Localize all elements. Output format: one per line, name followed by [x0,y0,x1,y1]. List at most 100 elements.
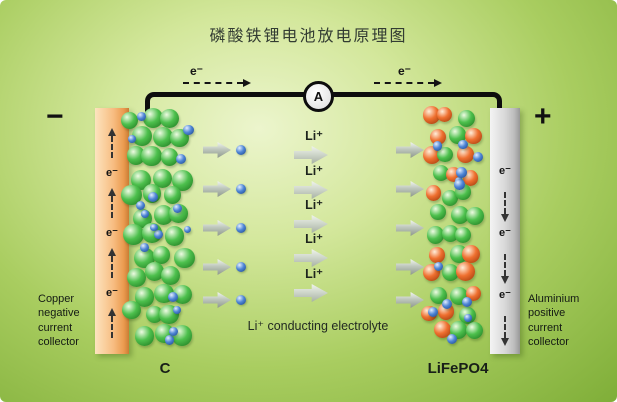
lifepo4-sphere [450,205,470,225]
graphite-carbon-sphere [126,267,147,288]
lifepo4-sphere [425,184,442,201]
lithium-ion-sphere [128,135,137,143]
li-ion-arrow-icon [294,284,328,302]
electron-down-arrow-icon [501,254,509,284]
lifepo4-electrode [421,106,493,351]
li-ion-label: Li⁺ [305,198,323,212]
lithium-ion-sphere [433,261,443,271]
ammeter-label: A [313,89,324,104]
electron-flow-arrow-right-icon [374,79,442,87]
lifepo4-sphere [437,106,453,122]
li-ion-arrow-icon [396,259,424,275]
graphite-carbon-sphere [174,247,195,269]
lithium-ion-sphere [464,314,472,322]
graphite-carbon-sphere [160,266,181,286]
lithium-ion-sphere [428,306,439,317]
cathode-material-label: LiFePO4 [427,360,489,377]
electron-label: e⁻ [106,227,118,239]
electron-flow-label-left: e⁻ [190,64,204,78]
graphite-carbon-sphere [135,287,155,307]
lifepo4-sphere [461,244,481,264]
lithium-ion-sphere [455,167,467,179]
li-ion-arrow-icon [203,220,231,236]
lithium-ion-sphere [168,326,179,337]
graphite-carbon-sphere [160,148,179,166]
lifepo4-sphere [433,320,452,338]
graphite-carbon-sphere [164,226,185,247]
lifepo4-sphere [456,262,476,282]
lithium-ion-sphere [150,223,158,232]
electron-up-arrow-icon [108,248,116,278]
diagram-title: 磷酸铁锂电池放电原理图 [209,28,408,45]
lifepo4-sphere [466,207,485,226]
lithium-ion-sphere [136,111,146,121]
lifepo4-sphere [457,146,474,163]
lithium-ion-sphere [432,141,443,151]
graphite-carbon-sphere [153,168,173,188]
electron-label: e⁻ [499,289,511,301]
graphite-carbon-sphere [141,145,162,167]
graphite-carbon-sphere [153,205,174,226]
graphite-carbon-sphere [132,126,152,147]
lithium-ion-sphere [458,139,469,150]
graphite-carbon-sphere [134,326,155,346]
lithium-ion-sphere [141,210,149,218]
ammeter: A [303,81,334,112]
electron-label: e⁻ [106,167,118,179]
lifepo4-sphere [458,109,476,128]
lithium-ion-sphere [136,200,146,210]
electrolyte-caption: Li⁺ conducting electrolyte [247,319,389,333]
li-ion-arrow-icon [396,181,424,197]
lifepo4-sphere [429,128,447,146]
aluminium-collector-note: Aluminium positive current collector [528,293,580,348]
electron-down-arrow-icon [501,316,509,346]
lithium-ion-dot [236,223,246,233]
graphite-carbon-sphere [145,306,163,324]
graphite-carbon-sphere [163,186,181,204]
li-ion-arrow-icon [294,249,328,267]
graphite-carbon-sphere [160,109,180,129]
lithium-ion-sphere [154,229,164,239]
lithium-ion-dot [236,262,246,272]
lithium-ion-sphere [447,333,458,344]
li-ion-arrow-icon [396,292,424,308]
lifepo4-sphere [426,226,445,245]
electron-down-arrow-icon [501,192,509,222]
li-ion-label: Li⁺ [305,164,323,178]
lifepo4-sphere [454,226,471,243]
graphite-carbon-sphere [122,224,144,245]
lithium-ion-dot [236,184,246,194]
lifepo4-sphere [448,126,466,144]
lithium-ion-sphere [175,153,186,165]
lithium-ion-sphere [140,242,150,252]
li-ion-label: Li⁺ [305,232,323,246]
li-ion-arrow-icon [396,142,424,158]
electron-label: e⁻ [499,165,511,177]
lithium-ion-sphere [461,297,472,308]
anode-material-label: C [159,360,171,377]
graphite-carbon-sphere [126,146,146,165]
graphite-carbon-sphere [172,170,194,191]
lithium-ion-sphere [472,152,483,163]
graphite-carbon-sphere [143,108,163,129]
lifepo4-sphere [423,106,441,124]
graphite-carbon-sphere [172,284,193,305]
li-ion-arrow-icon [203,142,231,158]
graphite-carbon-sphere [152,246,171,264]
lithium-ion-sphere [454,179,465,190]
li-ion-arrow-icon [203,259,231,275]
aluminium-collector-bar: e⁻ e⁻ e⁻ [490,108,520,354]
lifepo4-sphere [430,204,447,220]
electron-label: e⁻ [106,287,118,299]
lithium-ion-sphere [167,291,178,302]
graphite-carbon-sphere [121,185,142,206]
lifepo4-sphere [437,146,453,162]
graphite-carbon-sphere [121,111,139,129]
electron-flow-label-right: e⁻ [398,64,412,78]
lithium-ion-dot [236,295,246,305]
lifepo4-sphere [442,189,459,207]
lifepo4-sphere [441,263,460,282]
lithium-ion-sphere [183,124,194,136]
li-ion-arrow-icon [203,292,231,308]
lithium-ion-sphere [183,225,192,234]
